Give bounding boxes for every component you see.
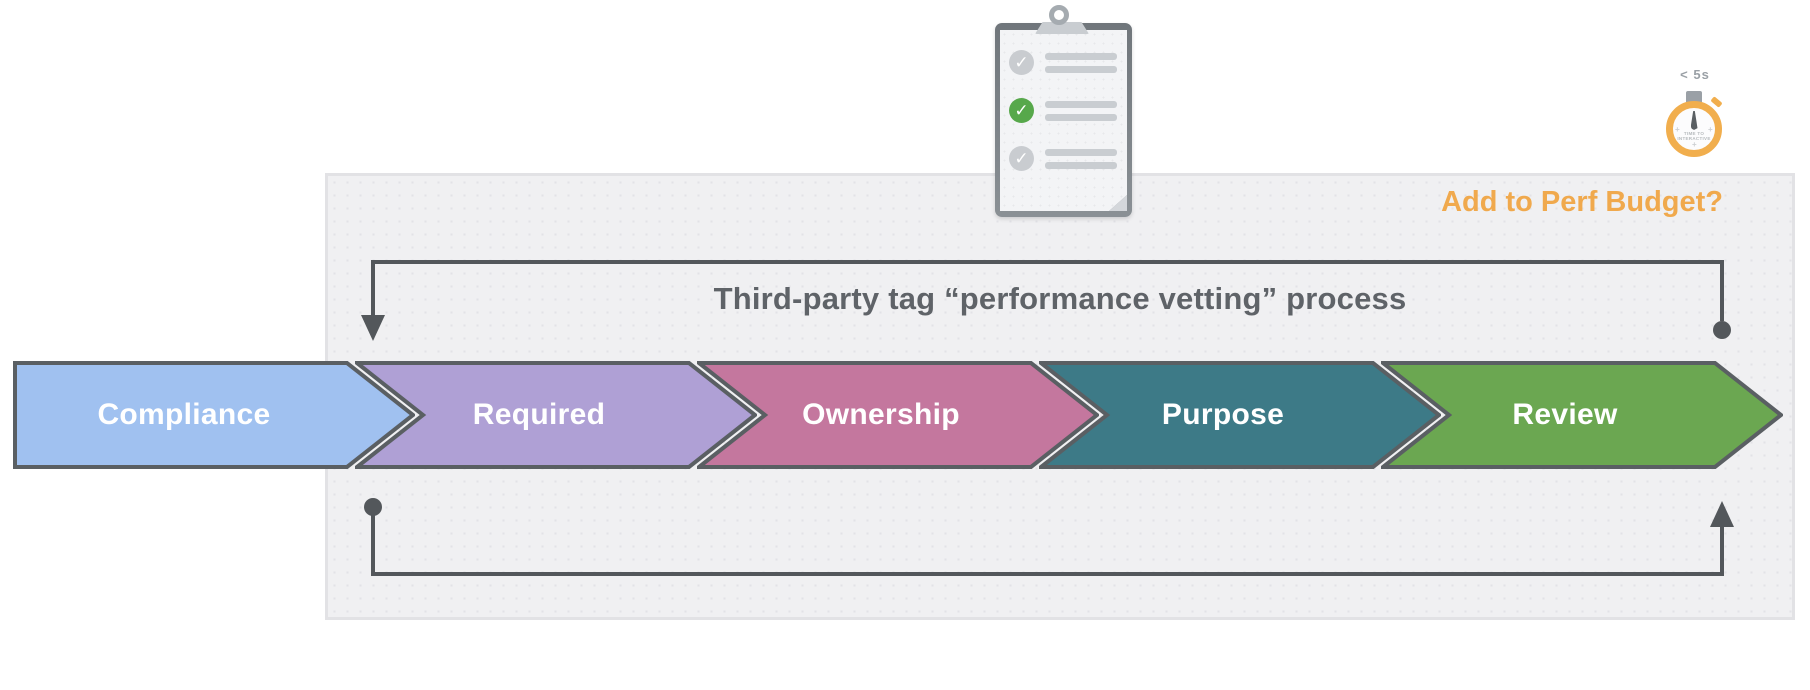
chevron-shape xyxy=(13,361,415,469)
time-budget-label: < 5s xyxy=(1680,67,1710,82)
text-line-bar xyxy=(1045,162,1117,169)
step-chevron-purpose: Purpose xyxy=(1039,361,1441,469)
step-chevron-ownership: Ownership xyxy=(697,361,1099,469)
text-line-bar xyxy=(1045,114,1117,121)
check-circle-icon: ✓ xyxy=(1009,98,1034,123)
stopwatch-icon: < 5s TIME TO INTERACTIVE + + + xyxy=(1645,65,1745,170)
stopwatch-button xyxy=(1686,91,1702,102)
chevron-shape xyxy=(1381,361,1783,469)
tick-mark: + xyxy=(1675,125,1680,134)
stopwatch-needle xyxy=(1690,111,1698,130)
checklist-row: ✓ xyxy=(1009,146,1119,172)
check-circle-icon: ✓ xyxy=(1009,50,1034,75)
text-line-bar xyxy=(1045,53,1117,60)
checklist-row: ✓ xyxy=(1009,98,1119,124)
clipboard-clip xyxy=(1035,22,1089,34)
step-label: Ownership xyxy=(802,398,960,431)
step-label: Required xyxy=(472,398,606,431)
step-label: Purpose xyxy=(1161,398,1285,431)
time-to-interactive-label: TIME TO INTERACTIVE xyxy=(1677,131,1711,141)
chevron-shape xyxy=(355,361,757,469)
check-circle-icon: ✓ xyxy=(1009,146,1034,171)
text-line-bar xyxy=(1045,66,1117,73)
text-line-bar xyxy=(1045,101,1117,108)
step-chevron-review: Review xyxy=(1381,361,1783,469)
checklist-row: ✓ xyxy=(1009,50,1119,76)
chevron-shape xyxy=(1039,361,1441,469)
clipboard-ring-icon xyxy=(1049,5,1069,25)
step-label: Review xyxy=(1512,398,1618,431)
tick-mark: + xyxy=(1692,140,1697,149)
tick-mark: + xyxy=(1708,125,1713,134)
chevron-shape xyxy=(697,361,1099,469)
text-line-bar xyxy=(1045,149,1117,156)
stopwatch-crown xyxy=(1710,96,1723,108)
checklist-clipboard-icon: ✓ ✓ ✓ xyxy=(985,5,1135,217)
add-to-perf-budget-label: Add to Perf Budget? xyxy=(1441,186,1723,218)
step-chevron-required: Required xyxy=(355,361,757,469)
step-chevron-compliance: Compliance xyxy=(13,361,415,469)
stopwatch-face: TIME TO INTERACTIVE + + + xyxy=(1666,101,1722,157)
step-label: Compliance xyxy=(97,398,271,431)
process-title: Third-party tag “performance vetting” pr… xyxy=(713,281,1407,316)
